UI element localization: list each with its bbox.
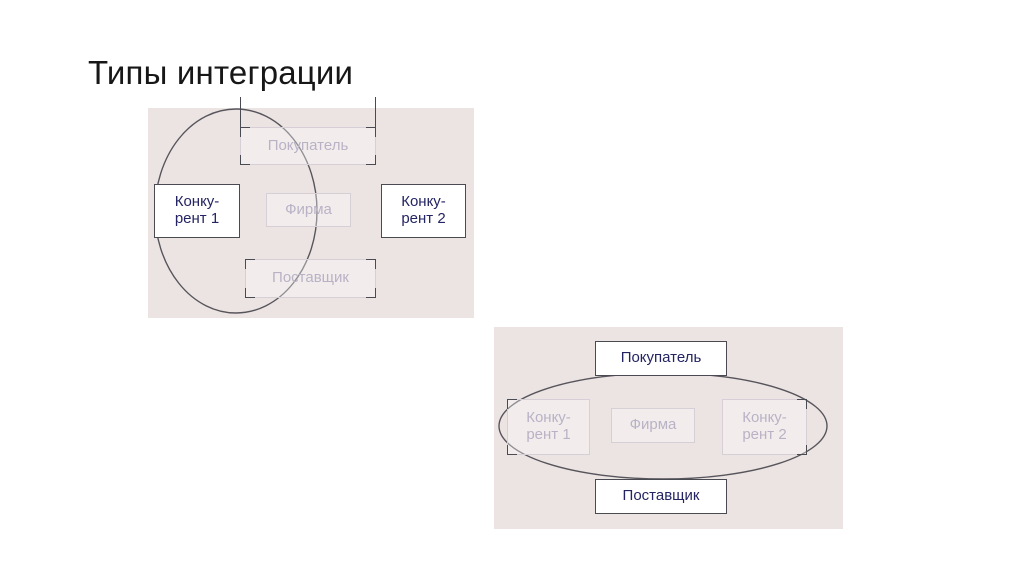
diagram-vertical-integration: Покупатель Фирма Поставщик Конку- рент 1… <box>148 97 474 318</box>
node-firm[interactable]: Фирма <box>266 193 351 227</box>
node-firm-label: Фирма <box>285 200 332 218</box>
node-competitor-1[interactable]: Конку- рент 1 <box>507 399 590 455</box>
node-buyer-stub-right <box>375 97 376 127</box>
node-buyer-stub-left <box>240 97 241 127</box>
node-buyer-label: Покупатель <box>267 136 349 154</box>
node-competitor-2-label: Конку- рент 2 <box>742 409 787 443</box>
node-competitor-2[interactable]: Конку- рент 2 <box>381 184 466 238</box>
node-firm-label: Фирма <box>629 416 677 434</box>
node-buyer-label: Покупатель <box>620 349 702 367</box>
node-competitor-1[interactable]: Конку- рент 1 <box>154 184 240 238</box>
node-competitor-2[interactable]: Конку- рент 2 <box>722 399 807 455</box>
diagram-horizontal-integration: Покупатель Конку- рент 1 Фирма Конку- ре… <box>494 327 843 529</box>
node-supplier[interactable]: Поставщик <box>245 259 376 298</box>
node-supplier[interactable]: Поставщик <box>595 479 727 514</box>
node-firm[interactable]: Фирма <box>611 408 695 443</box>
node-supplier-label: Поставщик <box>622 487 700 505</box>
node-competitor-1-label: Конку- рент 1 <box>526 409 571 443</box>
node-supplier-label: Поставщик <box>272 269 349 287</box>
page-title: Типы интеграции <box>88 54 354 91</box>
node-competitor-1-label: Конку- рент 1 <box>174 193 220 227</box>
node-buyer[interactable]: Покупатель <box>595 341 727 376</box>
node-competitor-2-label: Конку- рент 2 <box>401 193 446 227</box>
node-buyer[interactable]: Покупатель <box>240 127 376 165</box>
